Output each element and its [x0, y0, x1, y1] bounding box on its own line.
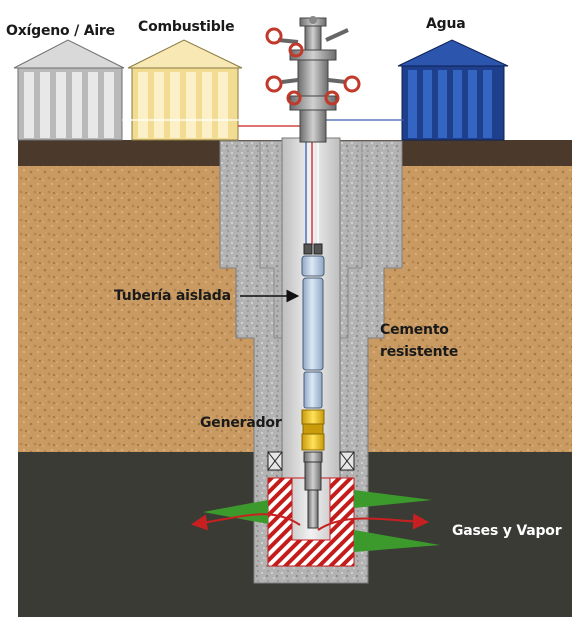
insulated-tubing-string — [301, 243, 325, 409]
gas-plume-right-bottom — [354, 530, 440, 552]
burner-assembly — [303, 451, 323, 529]
label-water: Agua — [426, 16, 466, 32]
wellhead-valve-icon — [265, 16, 361, 143]
gas-flow-arrow-left — [191, 513, 301, 531]
packer-icon — [267, 451, 355, 471]
gas-flow-arrow-right — [317, 513, 429, 531]
label-generator: Generador — [200, 415, 282, 431]
label-gases-steam: Gases y Vapor — [452, 523, 562, 539]
label-cement-line1: Cemento — [380, 322, 449, 338]
oxygen-air-tank — [13, 39, 125, 141]
fuel-tank — [127, 39, 243, 141]
label-insulated-tubing: Tubería aislada — [114, 288, 231, 304]
water-tank — [397, 39, 509, 141]
gas-plume-left — [203, 500, 268, 524]
steam-generator — [301, 409, 325, 451]
label-cement-line2: resistente — [380, 344, 459, 360]
label-oxygen-air: Oxígeno / Aire — [6, 23, 115, 39]
gas-plume-right-top — [354, 490, 432, 508]
label-fuel: Combustible — [138, 19, 235, 35]
